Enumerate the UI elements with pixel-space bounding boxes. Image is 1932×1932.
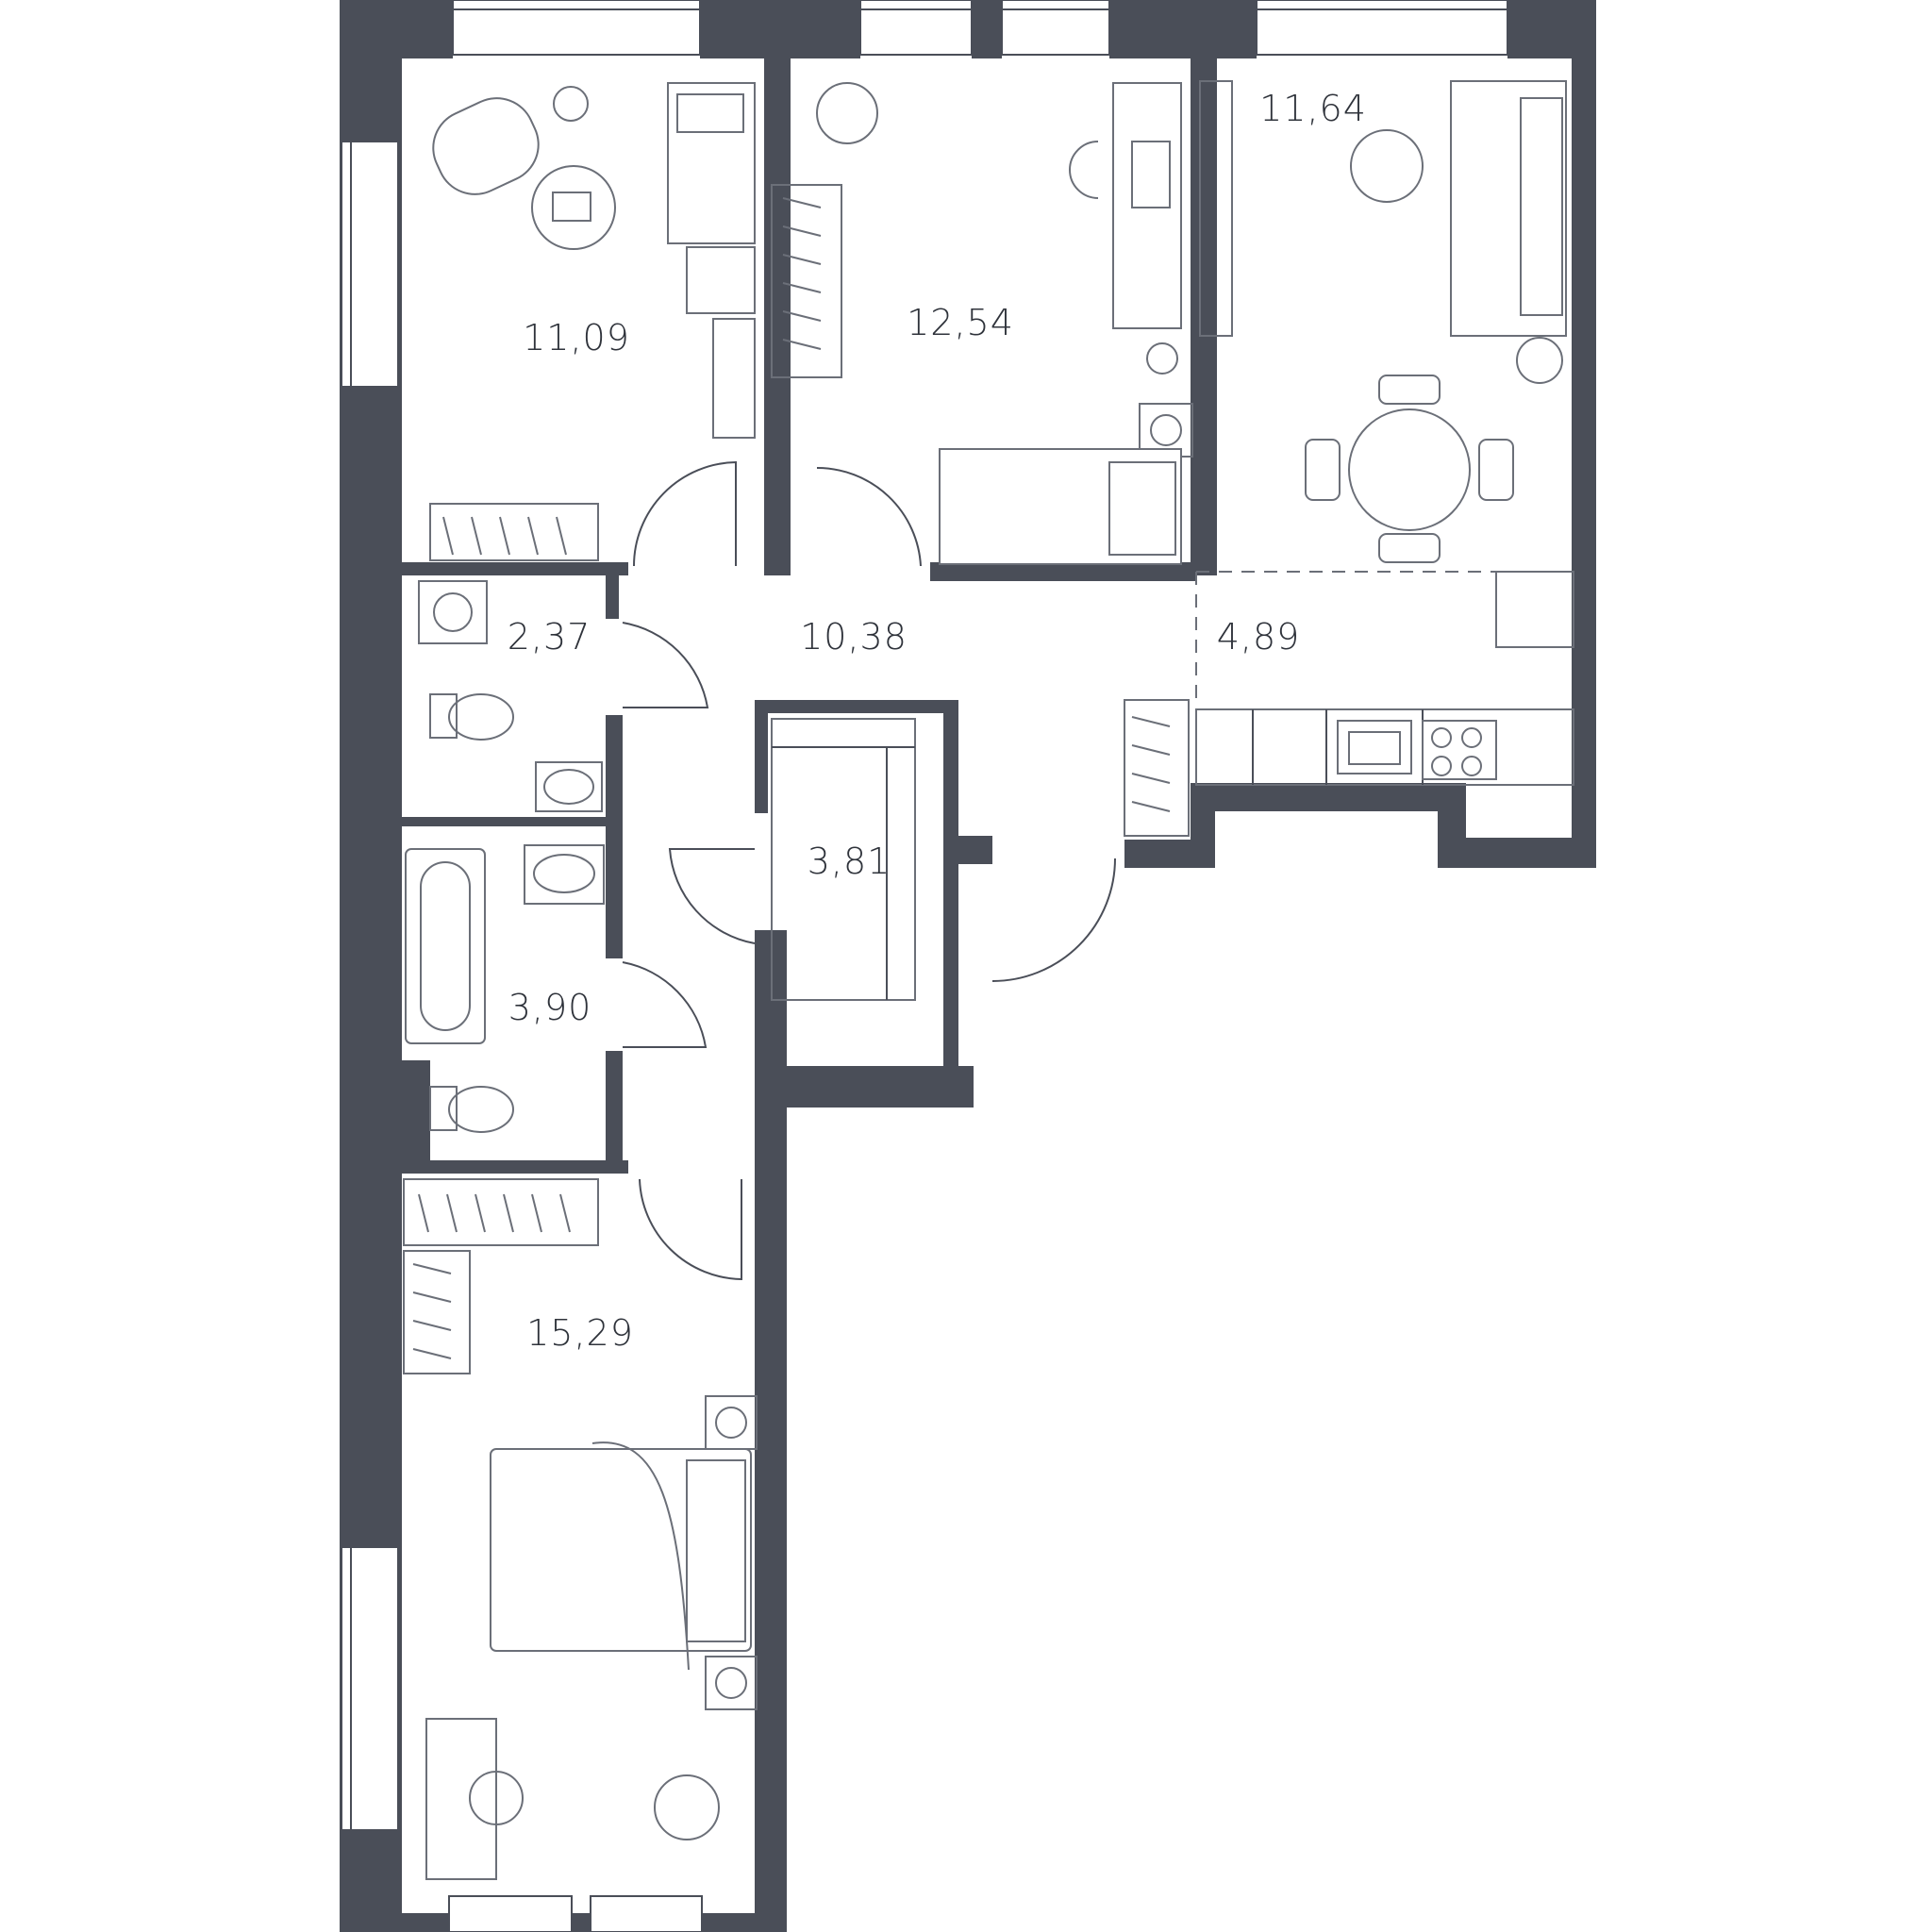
room-area-hallway: 10,38 <box>800 616 908 658</box>
wardrobe-icon <box>403 1250 471 1374</box>
wardrobe-icon <box>429 503 599 561</box>
room-area-master-bedroom: 15,29 <box>526 1312 634 1354</box>
bookshelf-icon <box>712 318 756 439</box>
room-area-living-room: 11,64 <box>1259 88 1367 129</box>
bed-icon <box>490 1441 752 1671</box>
sink-icon <box>1337 720 1412 774</box>
windows <box>341 0 1508 1932</box>
armchair-icon <box>432 97 540 195</box>
closet-rack-icon <box>771 718 916 1001</box>
plant-icon <box>816 82 878 144</box>
room-area-bedroom-top-left: 11,09 <box>523 317 630 358</box>
office-chair-icon <box>1069 141 1099 199</box>
crib-icon <box>667 82 756 244</box>
room-area-kitchen: 4,89 <box>1216 616 1301 658</box>
tv-panel-icon <box>1199 80 1233 337</box>
toilet-icon <box>429 1086 514 1133</box>
zone-divider <box>1195 571 1574 708</box>
wardrobe-icon <box>771 184 842 378</box>
dining-table-icon <box>1305 375 1514 563</box>
desk-icon <box>425 1718 524 1880</box>
stove-icon <box>1422 720 1497 780</box>
toilet-icon <box>429 693 514 741</box>
wardrobe-icon <box>403 1178 599 1246</box>
floor-lamp-icon <box>1516 337 1563 384</box>
bed-icon <box>939 448 1182 565</box>
dresser-icon <box>686 246 756 314</box>
nightstand-icon <box>705 1395 758 1450</box>
sofa-icon <box>1450 80 1567 337</box>
furniture <box>403 80 1574 1880</box>
doors <box>622 460 1116 1281</box>
side-table-icon <box>531 165 616 250</box>
lamp-icon <box>553 86 589 122</box>
ball-icon <box>1146 342 1178 375</box>
room-area-wardrobe: 3,81 <box>807 841 891 882</box>
coffee-table-icon <box>1350 129 1424 203</box>
bathtub-icon <box>405 848 486 1044</box>
room-area-bedroom-top-middle: 12,54 <box>907 302 1014 343</box>
room-area-toilet: 2,37 <box>507 616 591 658</box>
washbasin-icon <box>524 844 605 905</box>
fridge-icon <box>1495 571 1574 648</box>
desk-icon <box>1112 82 1182 329</box>
plant-icon <box>654 1774 720 1840</box>
hallway-wardrobe-icon <box>1124 699 1190 837</box>
room-area-bathroom: 3,90 <box>508 987 592 1028</box>
washing-machine-icon <box>418 580 488 644</box>
nightstand-icon <box>705 1656 758 1710</box>
washbasin-icon <box>535 761 603 812</box>
